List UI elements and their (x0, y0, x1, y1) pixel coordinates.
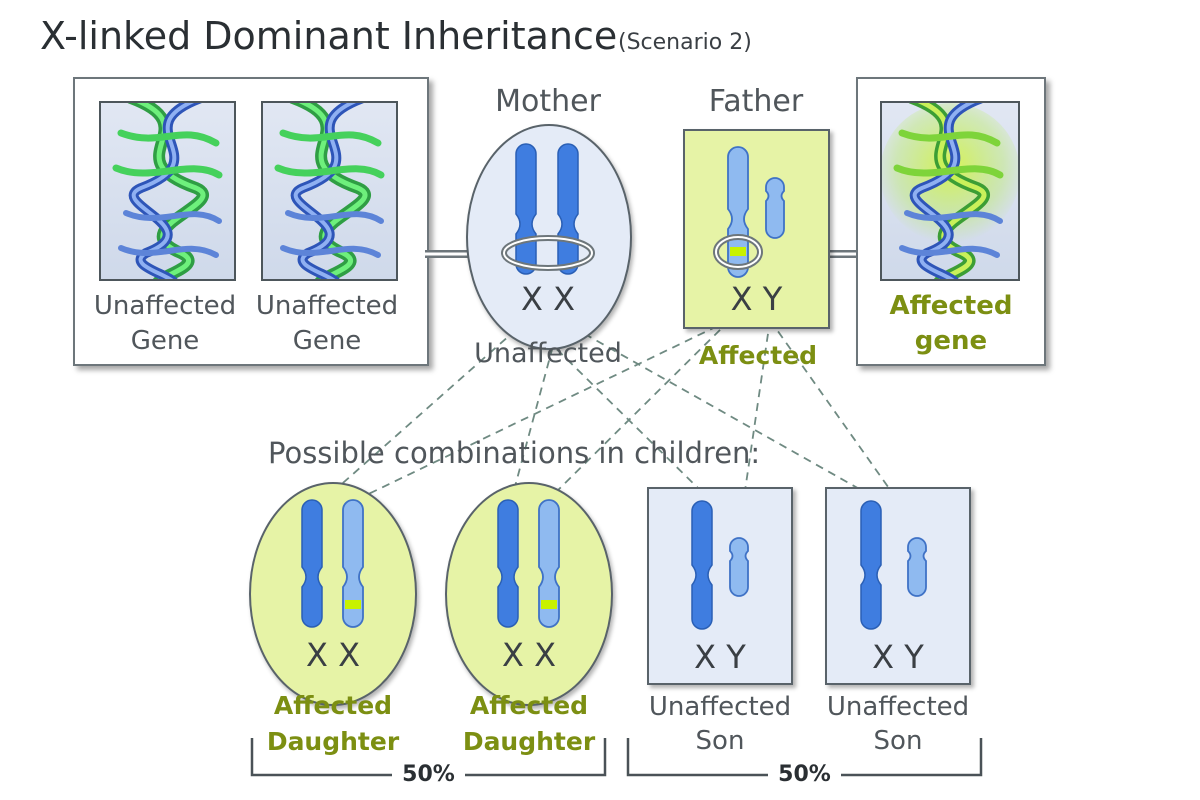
y-chromosome (907, 537, 927, 597)
x-chromosome (497, 499, 519, 628)
sons-percent-wrap: 50% (628, 762, 981, 787)
line-mother-x1-daughter1 (317, 319, 528, 506)
line-father-x-daughter2 (547, 319, 731, 501)
son-chromosomes (691, 500, 749, 630)
son-box (647, 487, 793, 685)
y-chromosome (765, 177, 785, 239)
sons-percent: 50% (768, 762, 841, 787)
daughter-chromosome-label: X X (305, 636, 360, 674)
son-label: Unaffected Son (648, 692, 792, 756)
son-chromosome-label: X Y (694, 638, 746, 676)
x-chromosome (301, 499, 323, 628)
gene-label: Unaffected Gene (93, 291, 237, 356)
dna-image (99, 101, 236, 281)
line-mother-x2-son2 (559, 319, 871, 496)
son-chromosome-label: X Y (872, 638, 924, 676)
page-subtitle: (Scenario 2) (618, 30, 752, 55)
gene-label: Unaffected Gene (255, 291, 399, 356)
son-box (825, 487, 971, 685)
daughters-percent-wrap: 50% (252, 762, 605, 787)
x-chromosome (860, 500, 882, 630)
son-label: Unaffected Son (826, 692, 970, 756)
daughters-percent: 50% (392, 762, 465, 787)
affected-marker (541, 600, 557, 609)
gene-label: Affected gene (889, 291, 1013, 356)
affected-marker (730, 247, 746, 256)
dna-helix-affected-icon (882, 103, 1018, 279)
mother-title: Mother (495, 84, 601, 119)
line-mother-x2-daughter2 (509, 319, 561, 506)
dna-image (880, 101, 1020, 281)
father-box (683, 129, 830, 329)
x-chromosome (691, 500, 713, 630)
daughter-chromosomes (497, 499, 560, 628)
mother-chromosome-label: X X (520, 280, 575, 318)
affected-marker (345, 600, 361, 609)
father-title: Father (708, 84, 804, 119)
daughter-label: Affected Daughter (462, 691, 596, 756)
daughter-oval (249, 482, 417, 706)
father-gene-panel: Affected gene (856, 77, 1046, 366)
daughter-chromosomes (301, 499, 364, 628)
daughter-label: Affected Daughter (266, 691, 400, 756)
mother-status: Unaffected (474, 338, 622, 369)
y-chromosome (729, 537, 749, 597)
dna-image (261, 101, 398, 281)
mother-gene-panel: Unaffected Gene Unaffected Gene (73, 77, 429, 366)
father-chromosome-label: X Y (730, 280, 783, 318)
father-status: Affected (698, 341, 818, 370)
daughter-oval (445, 482, 613, 706)
page-title: X-linked Dominant Inheritance (40, 14, 618, 58)
dna-helix-icon (274, 103, 385, 279)
father-chromosomes (713, 146, 785, 278)
daughter-chromosome-label: X X (501, 636, 556, 674)
mother-chromosomes (501, 143, 595, 275)
x-chromosome (538, 499, 560, 628)
children-heading: Possible combinations in children: (268, 436, 761, 470)
line-mother-x1-son1 (526, 319, 701, 491)
dna-helix-icon (112, 103, 223, 279)
son-chromosomes (860, 500, 927, 630)
x-chromosome (342, 499, 364, 628)
